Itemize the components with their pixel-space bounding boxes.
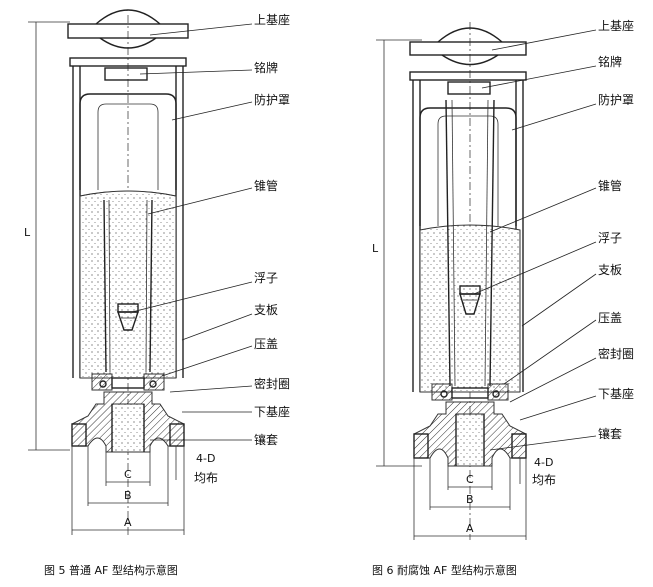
dimensions-bottom-5: C B A — [71, 446, 185, 535]
float-6 — [459, 285, 481, 315]
label-sleeve-5: 镶套 — [254, 432, 278, 447]
label-holes-6: 4-D — [534, 456, 553, 469]
lower-assembly-5 — [71, 373, 185, 453]
dim-c-label-5: C — [124, 468, 132, 481]
dim-b-label-6: B — [466, 493, 474, 506]
lower-assembly-6 — [413, 383, 527, 467]
dim-c-label-6: C — [466, 473, 474, 486]
dim-a-label-6: A — [466, 522, 474, 535]
leaders-6 — [473, 29, 597, 451]
labels-6: 上基座 铭牌 防护罩 锥管 浮子 支板 压盖 密封圈 下基座 镶套 4-D 均布 — [532, 18, 634, 487]
label-lower-base-5: 下基座 — [254, 404, 290, 419]
label-shield-6: 防护罩 — [598, 92, 634, 107]
figure-6: L — [372, 18, 634, 577]
dimension-length-6: L — [372, 39, 422, 467]
dim-l-label-6: L — [372, 242, 379, 255]
label-lower-base-6: 下基座 — [598, 386, 634, 401]
dim-l-label-5: L — [24, 226, 31, 239]
nameplate-6 — [447, 81, 491, 95]
label-gland-6: 压盖 — [598, 311, 622, 325]
label-seal-ring-6: 密封圈 — [598, 346, 634, 361]
dimension-length-5: L — [24, 21, 70, 451]
label-float-5: 浮子 — [254, 271, 278, 285]
dim-b-label-5: B — [124, 489, 132, 502]
label-holes-5: 4-D — [196, 452, 215, 465]
caption-5: 图 5 普通 AF 型结构示意图 — [44, 563, 178, 577]
label-gland-5: 压盖 — [254, 337, 278, 351]
label-cone-tube-6: 锥管 — [598, 178, 622, 193]
label-support-plate-5: 支板 — [254, 303, 278, 317]
float-5 — [117, 303, 139, 331]
figure-5: L — [24, 9, 290, 577]
dimensions-bottom-6: C B A — [413, 458, 527, 540]
cone-tube-6 — [419, 99, 521, 393]
label-evenly-5: 均布 — [194, 471, 218, 485]
label-sleeve-6: 镶套 — [598, 426, 622, 441]
label-upper-base-5: 上基座 — [254, 12, 290, 27]
label-nameplate-5: 铭牌 — [254, 60, 278, 75]
label-support-plate-6: 支板 — [598, 263, 622, 277]
leaders-5 — [131, 23, 253, 441]
upper-base-6 — [409, 27, 527, 66]
cone-tube-5 — [79, 190, 177, 379]
label-cone-tube-5: 锥管 — [254, 178, 278, 193]
caption-6: 图 6 耐腐蚀 AF 型结构示意图 — [372, 563, 517, 577]
labels-5: 上基座 铭牌 防护罩 锥管 浮子 支板 压盖 密封圈 下基座 镶套 4-D 均布 — [194, 12, 290, 485]
label-nameplate-6: 铭牌 — [598, 54, 622, 69]
label-upper-base-6: 上基座 — [598, 18, 634, 33]
label-float-6: 浮子 — [598, 231, 622, 245]
label-evenly-6: 均布 — [532, 473, 556, 487]
label-seal-ring-5: 密封圈 — [254, 376, 290, 391]
dim-a-label-5: A — [124, 516, 132, 529]
label-shield-5: 防护罩 — [254, 92, 290, 107]
